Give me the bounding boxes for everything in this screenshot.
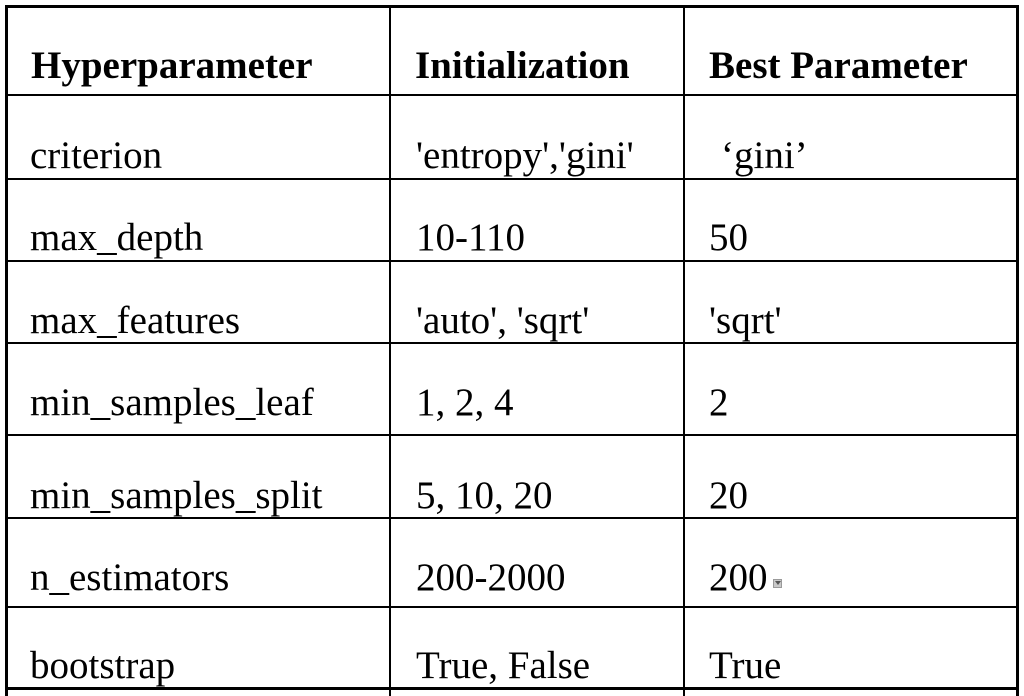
cell-n-estimators-init: 200-2000 bbox=[416, 556, 566, 599]
row-divider-4 bbox=[5, 342, 1019, 344]
cell-criterion-best: ‘gini’ bbox=[721, 134, 808, 177]
cell-criterion-init: 'entropy','gini' bbox=[416, 134, 634, 177]
table-border-right bbox=[1016, 5, 1019, 696]
cell-min-samples-split-name: min_samples_split bbox=[30, 474, 323, 517]
header-hyperparameter: Hyperparameter bbox=[31, 44, 313, 87]
cell-min-samples-split-init: 5, 10, 20 bbox=[416, 474, 553, 517]
dropdown-marker-icon[interactable] bbox=[772, 579, 782, 588]
row-divider-1 bbox=[5, 94, 1019, 96]
cell-max-depth-name: max_depth bbox=[30, 216, 204, 259]
cell-bootstrap-name: bootstrap bbox=[30, 644, 176, 687]
cell-max-features-name: max_features bbox=[30, 299, 241, 342]
row-divider-6 bbox=[5, 517, 1019, 519]
row-divider-2 bbox=[5, 178, 1019, 180]
cell-n-estimators-best-wrap: 200 bbox=[709, 558, 782, 597]
row-divider-7 bbox=[5, 606, 1019, 608]
cell-min-samples-leaf-init: 1, 2, 4 bbox=[416, 381, 514, 424]
column-divider-1 bbox=[389, 5, 391, 696]
cell-max-features-best: 'sqrt' bbox=[709, 299, 782, 342]
cell-min-samples-leaf-name: min_samples_leaf bbox=[30, 381, 314, 424]
cell-n-estimators-name: n_estimators bbox=[30, 556, 230, 599]
table-border-left bbox=[5, 5, 8, 696]
column-divider-2 bbox=[683, 5, 685, 696]
cell-bootstrap-init: True, False bbox=[416, 644, 591, 687]
cell-n-estimators-best: 200 bbox=[709, 556, 768, 599]
row-divider-3 bbox=[5, 260, 1019, 262]
cell-min-samples-leaf-best: 2 bbox=[709, 381, 729, 424]
header-best-parameter: Best Parameter bbox=[709, 44, 968, 87]
cell-bootstrap-best: True bbox=[709, 644, 782, 687]
cell-min-samples-split-best: 20 bbox=[709, 474, 748, 517]
table-border-top bbox=[5, 5, 1019, 8]
cell-criterion-name: criterion bbox=[30, 134, 163, 177]
cell-max-depth-best: 50 bbox=[709, 216, 748, 259]
cell-max-features-init: 'auto', 'sqrt' bbox=[416, 299, 590, 342]
row-divider-5 bbox=[5, 434, 1019, 436]
table-border-bottom bbox=[5, 687, 1019, 690]
header-initialization: Initialization bbox=[415, 44, 630, 87]
cell-max-depth-init: 10-110 bbox=[416, 216, 526, 259]
